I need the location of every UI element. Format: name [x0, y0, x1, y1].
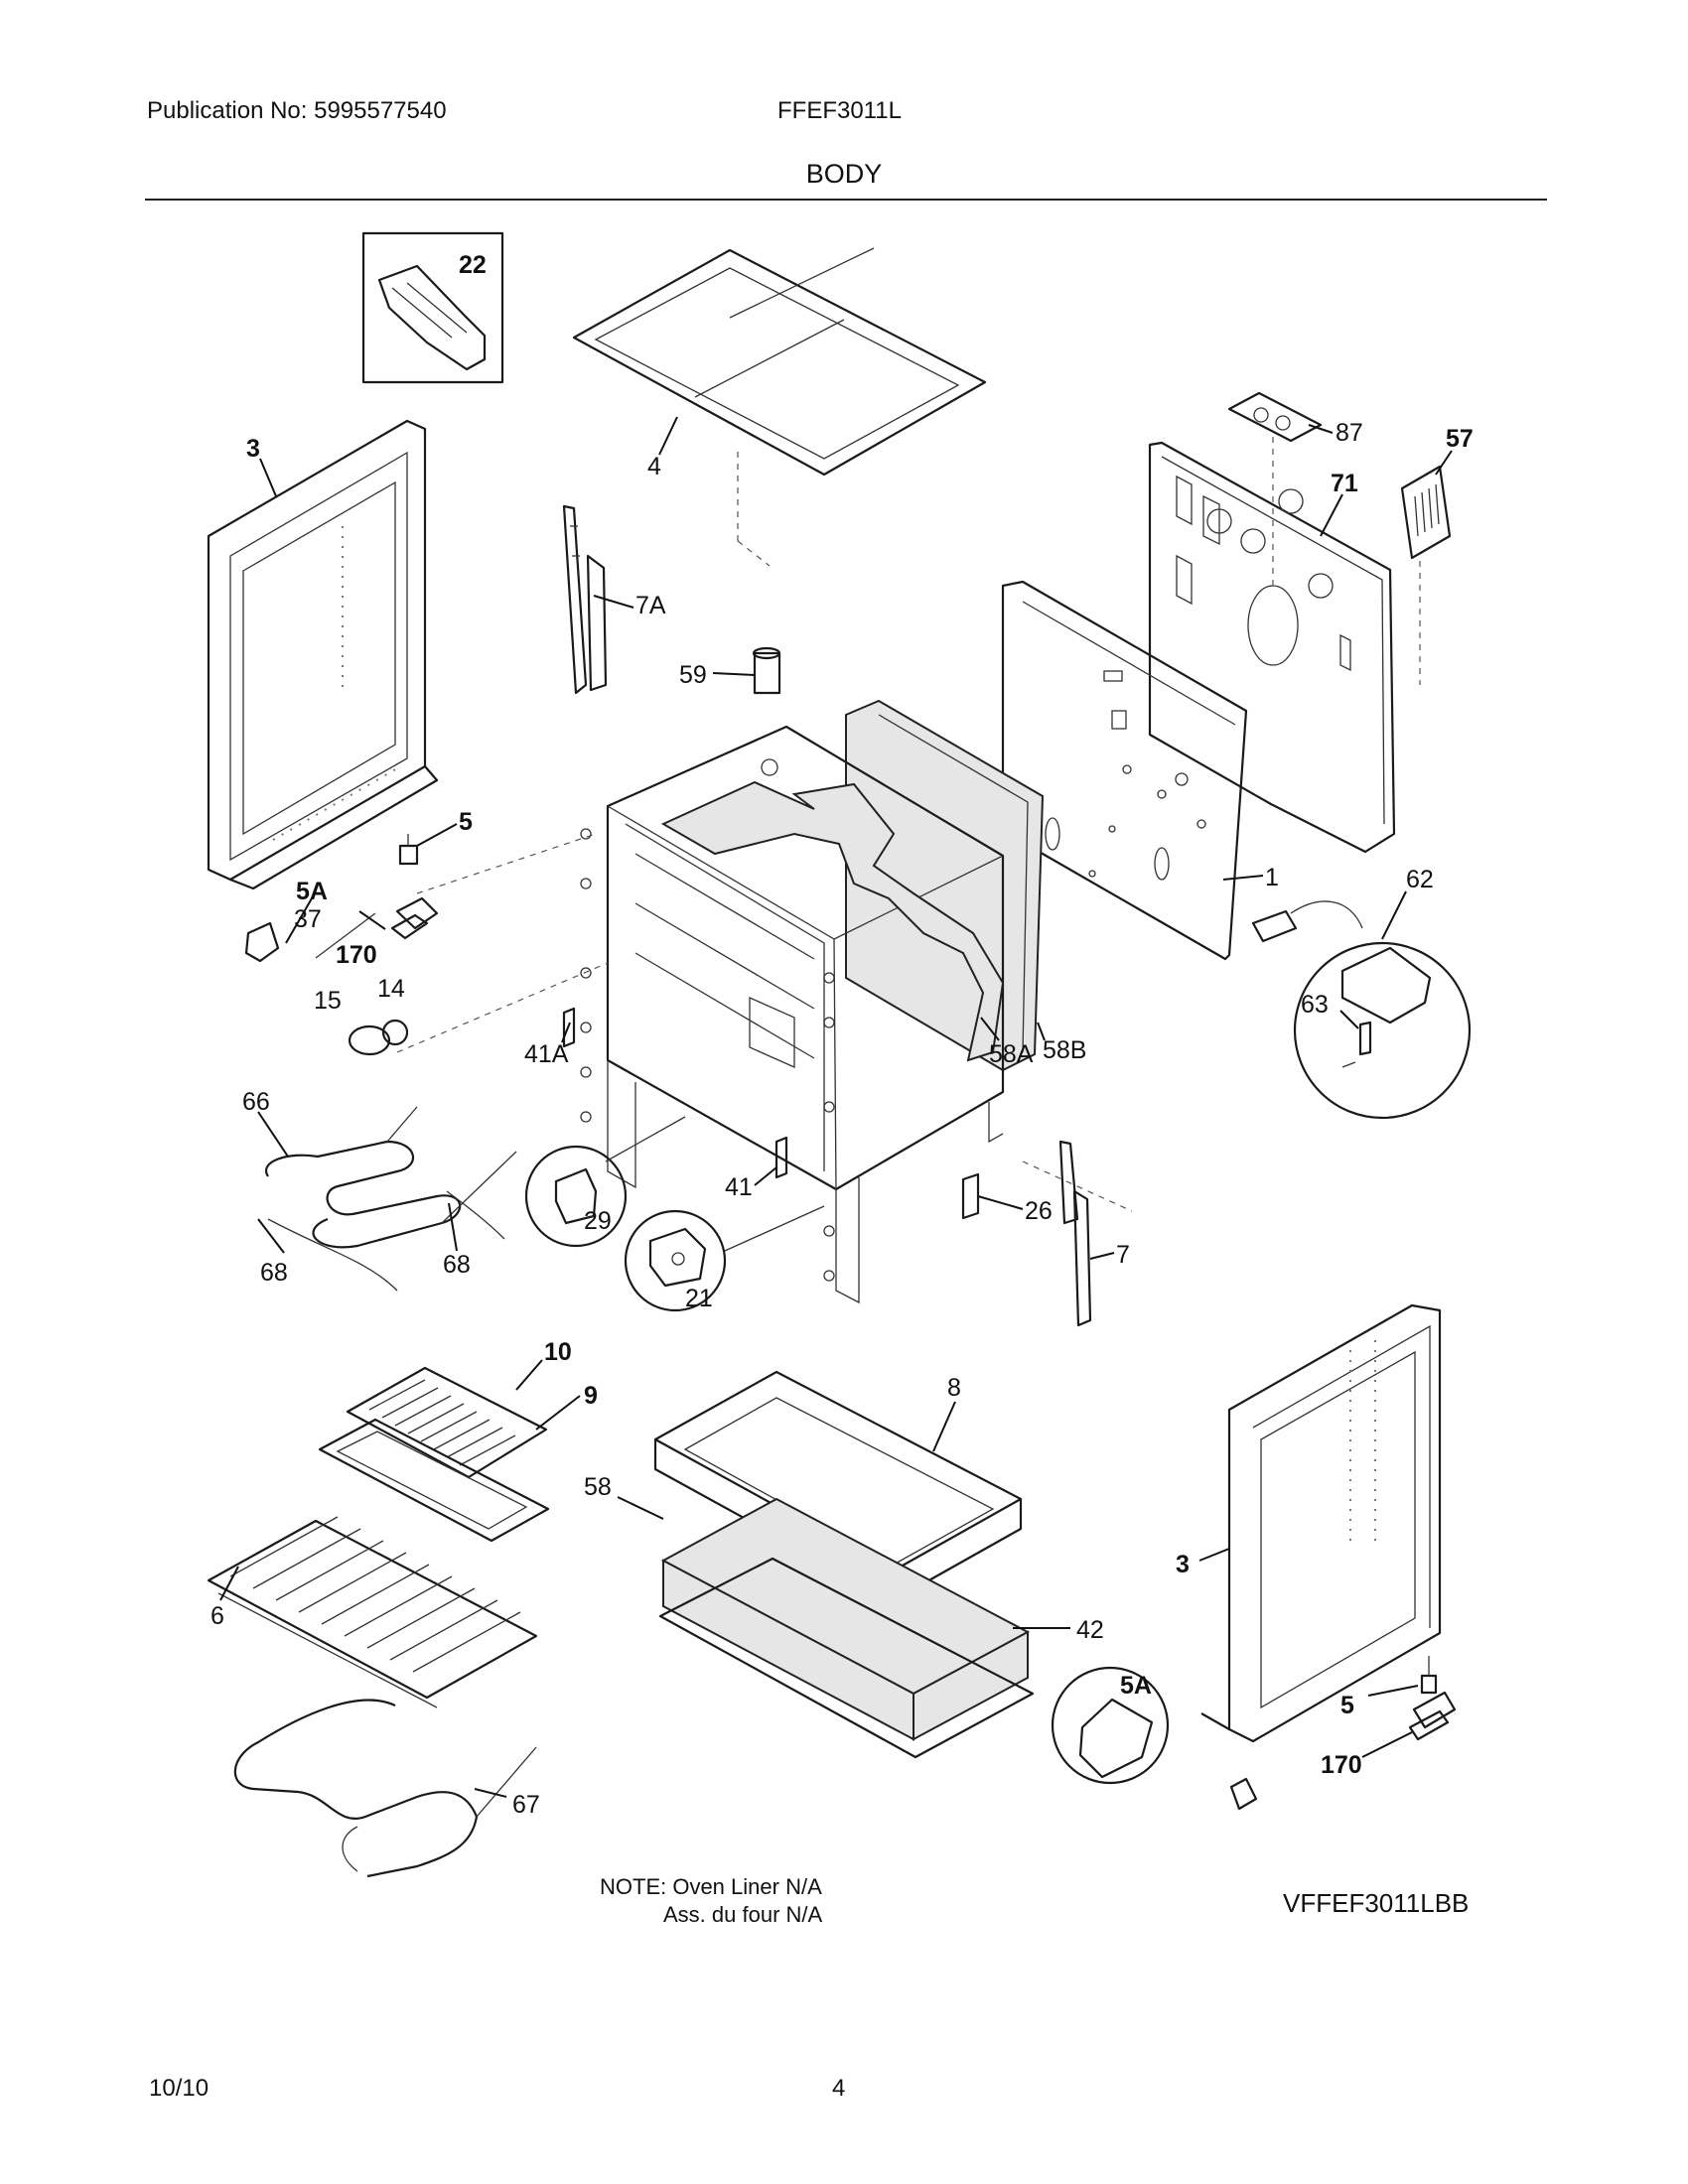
callout-41a: 41A [524, 1040, 569, 1068]
part-87-gasket [1227, 391, 1323, 443]
callout-21: 21 [685, 1285, 713, 1312]
part-29-hinge-insert-inset [524, 1116, 686, 1248]
callout-66: 66 [242, 1088, 270, 1116]
callout-37: 37 [294, 905, 322, 933]
callout-41: 41 [725, 1173, 753, 1201]
part-68-wire-harness [267, 1190, 505, 1292]
callout-5-right: 5 [1340, 1692, 1354, 1719]
part-62-terminal-block-inset [1251, 900, 1472, 1120]
callout-5a-left: 5A [296, 878, 328, 905]
revision-date: 10/10 [149, 2075, 210, 2102]
callout-87: 87 [1336, 419, 1363, 447]
callout-29: 29 [584, 1207, 612, 1235]
callout-14: 14 [377, 975, 405, 1003]
part-3-left-side-panel [207, 419, 439, 890]
section-title: BODY [805, 159, 883, 189]
part-66-broil-element [265, 1106, 517, 1249]
part-71-rear-panel [1148, 437, 1396, 854]
oven-liner-note-english: NOTE: Oven Liner N/A [600, 1874, 822, 1899]
callout-5a-right: 5A [1120, 1672, 1152, 1700]
part-58-drawer-insulation [660, 1497, 1031, 1741]
part-21-hinge-insert-inset [624, 1205, 825, 1312]
callout-58a: 58A [989, 1040, 1034, 1068]
part-5a-leg-bracket [244, 921, 280, 963]
callout-6: 6 [211, 1602, 224, 1630]
callout-22: 22 [459, 251, 487, 279]
part-59-plug [752, 646, 781, 695]
part-22-bracket-inset [361, 231, 504, 384]
part-67-bake-element [233, 1699, 537, 1878]
part-170-right-bracket [1408, 1691, 1457, 1741]
part-26-hinge-receptacle [961, 1172, 980, 1220]
part-170-bracket [315, 896, 439, 959]
part-41-bracket [774, 1136, 788, 1179]
part-57-vent-cover [1400, 465, 1452, 685]
callout-3-right: 3 [1176, 1551, 1190, 1578]
callout-57: 57 [1446, 425, 1474, 453]
oven-body-frame [580, 725, 1005, 1304]
part-9-broil-pan [318, 1418, 550, 1543]
callout-68-right: 68 [443, 1251, 471, 1279]
callout-170-right: 170 [1321, 1751, 1362, 1779]
callout-67: 67 [512, 1791, 540, 1819]
callout-4: 4 [647, 453, 661, 480]
page-number: 4 [832, 2075, 846, 2102]
callout-15: 15 [314, 987, 342, 1015]
header-rule [145, 199, 1547, 201]
callout-58b: 58B [1043, 1036, 1086, 1064]
callout-68-left: 68 [260, 1259, 288, 1287]
callout-63: 63 [1301, 991, 1329, 1019]
part-6-oven-rack [207, 1516, 538, 1708]
callout-7a: 7A [635, 592, 666, 619]
callout-7: 7 [1116, 1241, 1130, 1269]
part-7a-rack-rail [562, 504, 608, 695]
callout-170-left: 170 [336, 941, 377, 969]
part-5-right-leveling-leg [1420, 1656, 1438, 1695]
part-3-right-side-panel [1200, 1303, 1442, 1743]
part-7-rack-rail [1058, 1140, 1092, 1327]
callout-62: 62 [1406, 866, 1434, 893]
diagram-code: VFFEF3011LBB [1283, 1888, 1470, 1918]
callout-42: 42 [1076, 1616, 1104, 1644]
callout-10: 10 [544, 1338, 572, 1366]
part-5-leveling-leg [398, 834, 419, 866]
part-14-lamp-socket [381, 1019, 409, 1046]
model-number: FFEF3011L [777, 97, 902, 124]
oven-liner-note-french: Ass. du four N/A [663, 1902, 823, 1927]
part-10-broil-grid [346, 1366, 548, 1479]
callout-58: 58 [584, 1473, 612, 1501]
publication-number: Publication No: 5995577540 [147, 97, 447, 124]
callout-5-left: 5 [459, 808, 473, 836]
part-15-lamp-bulb [348, 1024, 391, 1056]
part-42-drawer-bottom [658, 1557, 1035, 1759]
part-5a-leg-bracket-inset [1051, 1666, 1258, 1811]
callout-1: 1 [1265, 864, 1279, 891]
callout-71: 71 [1331, 470, 1358, 497]
leader-lines [219, 416, 1453, 1798]
callout-9: 9 [584, 1382, 598, 1410]
callout-26: 26 [1025, 1197, 1053, 1225]
callout-3-left: 3 [246, 435, 260, 463]
callout-59: 59 [679, 661, 707, 689]
callout-8: 8 [947, 1374, 961, 1402]
part-4-top-panel [572, 247, 987, 567]
callout-labels: 22 3 4 87 57 71 7A 59 5 5A 37 170 14 15 … [211, 251, 1474, 1819]
